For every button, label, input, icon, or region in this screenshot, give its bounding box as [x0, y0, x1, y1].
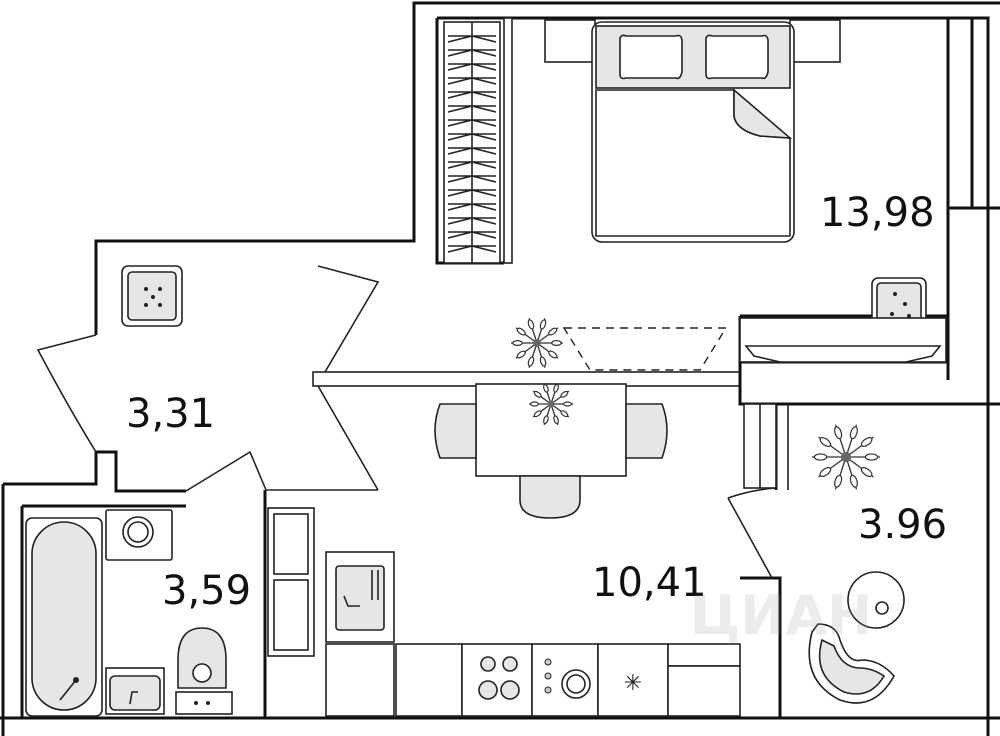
hanger-icon	[447, 217, 497, 225]
hanger-icon	[447, 35, 497, 43]
hanger-icon	[447, 63, 497, 71]
balcony-area-label: 3.96	[858, 502, 947, 548]
plant-icon	[529, 382, 573, 426]
double-bed	[591, 21, 795, 243]
balcony-table	[847, 571, 905, 629]
bathroom-sink	[105, 667, 165, 715]
bathtub	[25, 517, 103, 717]
hanger-icon	[447, 175, 497, 183]
snowflake-icon: ✳	[624, 671, 642, 696]
bathroom	[25, 509, 233, 717]
ventilation-box-hall	[121, 265, 183, 327]
hanger-icon	[447, 49, 497, 57]
tv-unit	[739, 317, 947, 363]
bathroom-area-label: 3,59	[162, 568, 251, 614]
hanger-icon	[447, 245, 497, 253]
shelf-outline	[562, 327, 728, 371]
watermark: ЦИАН	[690, 584, 872, 647]
hanger-icon	[447, 105, 497, 113]
bedroom-area-label: 13,98	[820, 190, 935, 236]
balcony-door	[727, 403, 777, 579]
nightstand-right	[789, 19, 841, 63]
kitchen-living: ✳	[267, 383, 777, 717]
stove	[461, 643, 533, 717]
hanger-icon	[447, 119, 497, 127]
decorative-plants	[511, 318, 880, 490]
nightstand-left	[544, 19, 596, 63]
area-labels: 13,98 3,31 3,59 10,41 3.96	[126, 190, 947, 614]
entrance-door-swing	[36, 334, 97, 453]
washing-machine	[105, 509, 173, 561]
hanger-icon	[447, 133, 497, 141]
dining-set	[434, 383, 668, 519]
ventilation-box-bedroom	[871, 277, 927, 331]
hall-area-label: 3,31	[126, 391, 215, 437]
kettle-area	[531, 643, 599, 717]
kitchen-living-area-label: 10,41	[592, 560, 707, 606]
hall	[36, 265, 380, 492]
hanger-icon	[447, 203, 497, 211]
balcony	[787, 404, 905, 704]
bedroom	[443, 19, 947, 363]
toilet	[175, 627, 233, 715]
kitchen-counter: ✳	[325, 551, 741, 717]
refrigerator	[267, 507, 315, 657]
hanger-icon	[447, 147, 497, 155]
plant-icon	[511, 318, 563, 368]
hanger-icon	[447, 231, 497, 239]
lounge-chair	[808, 623, 895, 704]
hanger-icon	[447, 189, 497, 197]
hanger-icon	[447, 91, 497, 99]
plant-icon	[812, 424, 880, 490]
hanger-icon	[447, 161, 497, 169]
wardrobe	[443, 21, 501, 264]
hanger-icon	[447, 77, 497, 85]
